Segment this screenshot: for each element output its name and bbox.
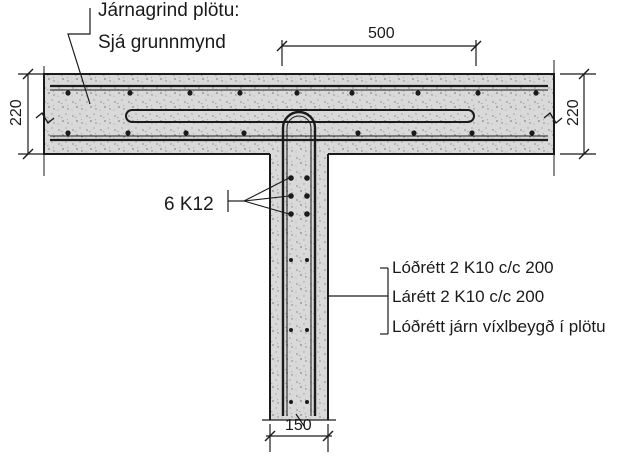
wall-break-symbol [262,413,336,427]
wall-horizontal-note: Lárétt 2 K10 c/c 200 [392,287,544,306]
wall [270,152,328,420]
slab-thickness-right-value: 220 [565,99,582,126]
wall-bar-dots [288,175,310,404]
wall-vertical-note: Lóðrétt 2 K10 c/c 200 [392,258,554,277]
bars-callout: 6 K12 [164,177,290,215]
wall-thickness-dimension: 150 [264,417,334,452]
wall-bent-bar [281,110,317,416]
wall-reinforcement [125,109,475,416]
concrete-section [43,73,555,420]
bars-label: 6 K12 [164,194,214,215]
slab-hairpin-bar [125,109,475,123]
slab-thickness-left-value: 220 [8,99,25,126]
slab-bar-dots [65,90,539,136]
wall-reinforcement-callout: Lóðrétt 2 K10 c/c 200 Lárétt 2 K10 c/c 2… [328,258,606,336]
slab-reinforcement [50,84,548,142]
anchorage-length-value: 500 [368,25,395,42]
slab-rebar-title: Járnagrind plötu: [98,0,240,21]
wall-thickness-value: 150 [285,417,312,434]
wall-bent-note: Lóðrétt járn víxlbeygð í plötu [392,317,606,336]
anchorage-dimension: 500 [276,25,482,66]
slab-rebar-ref: Sjá grunnmynd [98,32,226,53]
slab-rebar-callout: Járnagrind plötu: Sjá grunnmynd [67,0,240,105]
slab-thickness-dimension-right: 220 [560,68,596,160]
slab-thickness-dimension-left: 220 [8,68,44,160]
slab-break-symbols [35,60,563,176]
